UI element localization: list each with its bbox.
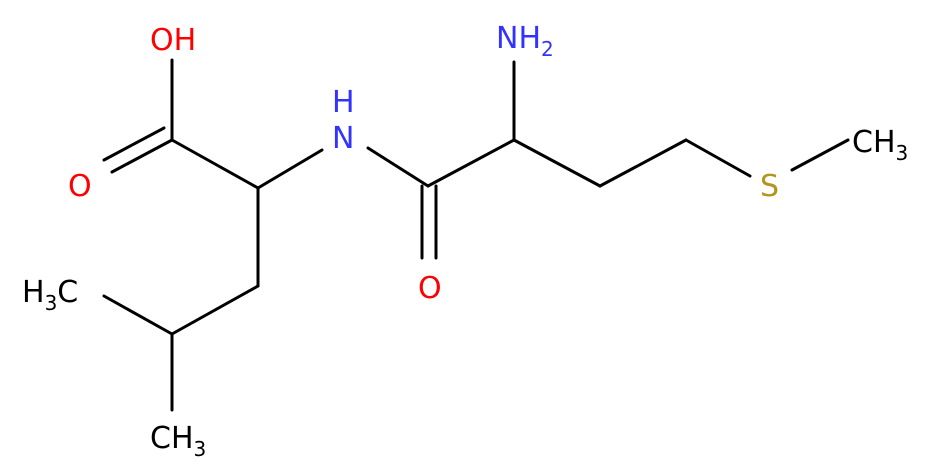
bond-nh-camide <box>366 146 430 188</box>
amide-nh-label: H <box>332 85 355 120</box>
bond-s-ch3 <box>790 138 850 172</box>
bond-cbeta-cgamma-leu <box>170 284 260 336</box>
bond-c-o-double-2 <box>102 126 166 162</box>
bond-camide-calpha2 <box>426 138 516 188</box>
bond-calpha-nh <box>256 148 324 190</box>
amide-n-label: N <box>332 121 354 156</box>
amide-carbonyl-oxygen-label: O <box>418 271 442 306</box>
acid-carbonyl-oxygen-label: O <box>68 169 92 204</box>
s-methyl-label: CH3 <box>852 125 908 165</box>
hydroxyl-group-label: OH <box>150 23 196 58</box>
bond-cgamma-ch3-a <box>102 294 174 336</box>
sulfur-label: S <box>760 169 779 204</box>
bond-cgamma-s <box>684 138 752 178</box>
amine-group-label: NH2 <box>496 21 554 61</box>
atom-labels: OH O H N NH2 O S CH3 H3C CH3 <box>22 21 908 461</box>
bonds <box>102 58 850 412</box>
leucine-methyl-a-label: H3C <box>22 275 78 315</box>
bond-c-o-double-1 <box>110 138 174 174</box>
bond-calpha2-cbeta <box>512 138 602 188</box>
leucine-methyl-b-label: CH3 <box>150 421 206 461</box>
bond-c-calpha <box>170 138 260 190</box>
bond-cbeta-cgamma <box>598 138 688 188</box>
